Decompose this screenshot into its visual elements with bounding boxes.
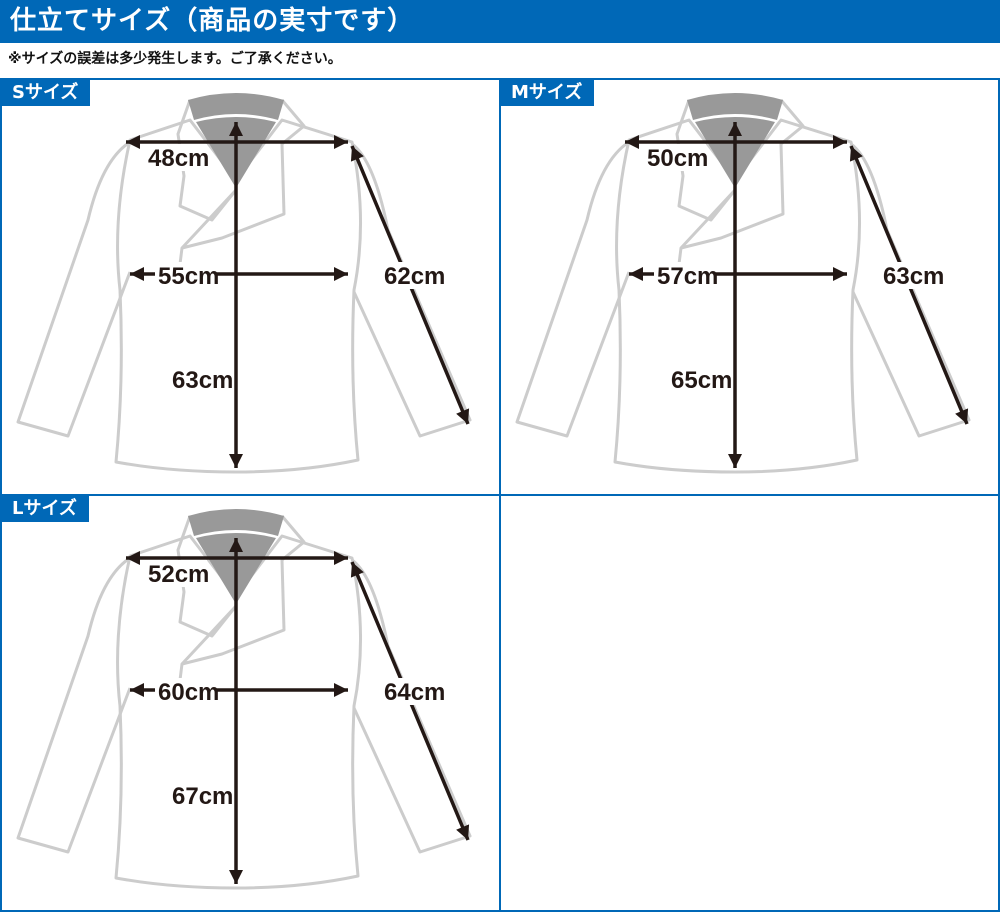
sleeve-length-label: 62cm [384, 263, 445, 290]
sleeve-arrow-arrowhead-start [350, 146, 364, 162]
shoulder-arrow-arrowhead-start [126, 135, 140, 149]
shoulder-width-label-bg [145, 144, 207, 171]
shoulder-arrow-arrowhead-end [334, 135, 348, 149]
size-tab-m: Mサイズ [501, 80, 595, 106]
sleeve-length-label-bg [880, 262, 942, 289]
chest-width-label-bg [155, 262, 217, 289]
chest-arrow-arrowhead-end [334, 683, 348, 697]
sleeve-arrow-arrowhead-start [849, 146, 863, 162]
jacket-diagram: 52cm 60cm 64cm 67cm [16, 509, 472, 890]
jacket-diagram: 50cm 57cm 63cm 65cm [515, 93, 971, 474]
length-arrow-arrowhead-end [728, 454, 742, 468]
chest-width-label: 55cm [158, 263, 219, 290]
sleeve-length-label-bg [381, 678, 443, 705]
body-length-label-bg [169, 366, 231, 393]
body-length-label: 67cm [172, 783, 233, 810]
chest-arrow-arrowhead-start [130, 267, 144, 281]
body-length-label-bg [668, 366, 730, 393]
shoulder-width-label-bg [145, 560, 207, 587]
size-panel-m: Mサイズ 50cm 57cm 63cm 65cm [499, 78, 1000, 496]
chest-width-label: 60cm [158, 679, 219, 706]
sleeve-length-label-bg [381, 262, 443, 289]
page-title: 仕立てサイズ（商品の実寸です） [0, 0, 1000, 43]
chest-arrow-arrowhead-end [833, 267, 847, 281]
shoulder-arrow-arrowhead-end [334, 551, 348, 565]
sleeve-arrow-arrowhead-end [456, 824, 470, 840]
body-length-label-bg [169, 782, 231, 809]
size-panel-l: Lサイズ 52cm 60cm 64cm 67cm [0, 494, 501, 912]
length-arrow-arrowhead-end [229, 454, 243, 468]
jacket-outline [515, 99, 971, 474]
sleeve-arrow-arrowhead-end [456, 408, 470, 424]
sleeve-arrow-arrowhead-end [955, 408, 969, 424]
length-arrow-arrowhead-start [728, 122, 742, 136]
sleeve-length-label: 64cm [384, 679, 445, 706]
size-panel-empty [499, 494, 1000, 912]
shoulder-width-label-bg [644, 144, 706, 171]
shoulder-arrow-arrowhead-end [833, 135, 847, 149]
shoulder-arrow-arrowhead-start [625, 135, 639, 149]
size-grid: Sサイズ 48cm 55cm 62cm 63cm Mサイズ 50cm 57cm 63cm 65c… [0, 78, 1000, 912]
size-tab-s: Sサイズ [2, 80, 91, 106]
shoulder-width-label: 48cm [148, 145, 209, 172]
size-panel-s: Sサイズ 48cm 55cm 62cm 63cm [0, 78, 501, 496]
size-tab-l: Lサイズ [2, 496, 89, 522]
length-arrow-arrowhead-start [229, 538, 243, 552]
body-length-label: 65cm [671, 367, 732, 394]
body-length-label: 63cm [172, 367, 233, 394]
jacket-diagram: 48cm 55cm 62cm 63cm [16, 93, 472, 474]
shoulder-width-label: 50cm [647, 145, 708, 172]
shoulder-width-label: 52cm [148, 561, 209, 588]
chest-width-label: 57cm [657, 263, 718, 290]
length-arrow-arrowhead-end [229, 870, 243, 884]
chest-width-label-bg [155, 678, 217, 705]
sleeve-length-label: 63cm [883, 263, 944, 290]
length-arrow-arrowhead-start [229, 122, 243, 136]
chest-arrow-arrowhead-start [130, 683, 144, 697]
size-tolerance-note: ※サイズの誤差は多少発生します。ご了承ください。 [8, 51, 342, 67]
sleeve-arrow-arrowhead-start [350, 562, 364, 578]
chest-arrow-arrowhead-end [334, 267, 348, 281]
shoulder-arrow-arrowhead-start [126, 551, 140, 565]
chest-width-label-bg [654, 262, 716, 289]
chest-arrow-arrowhead-start [629, 267, 643, 281]
